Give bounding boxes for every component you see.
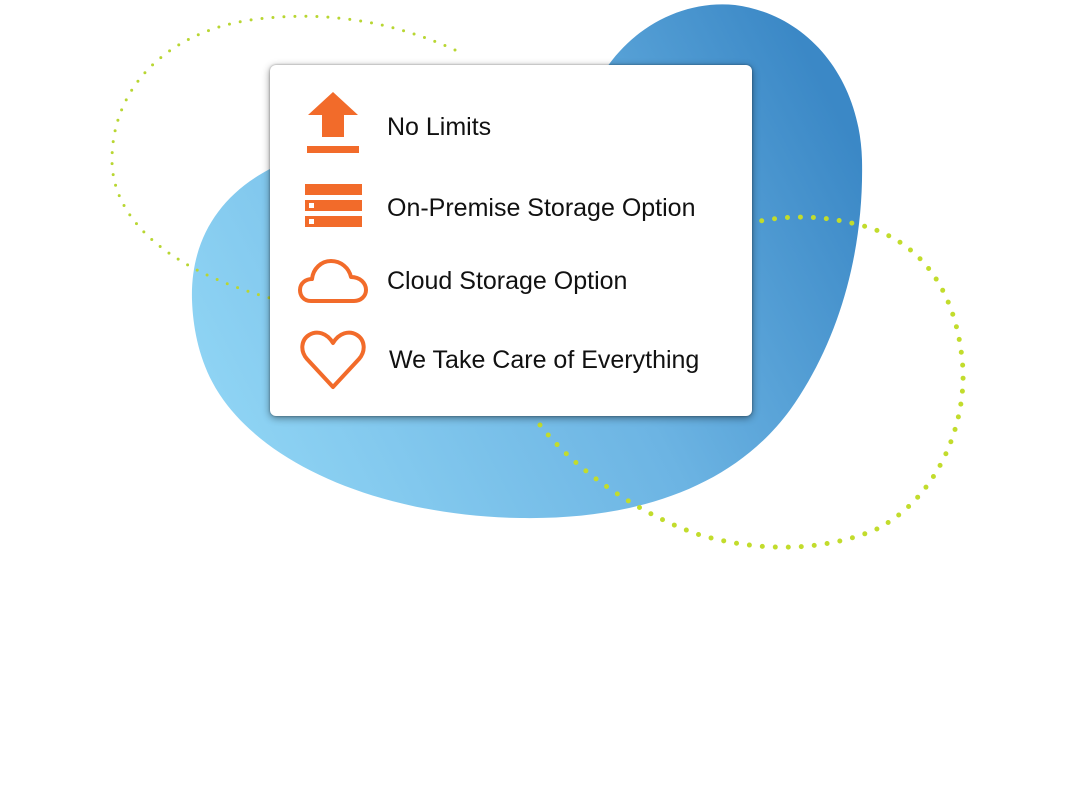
features-card: No Limits On-Premise Storage Option bbox=[270, 65, 752, 416]
feature-item-no-limits: No Limits bbox=[270, 92, 752, 162]
feature-label: On-Premise Storage Option bbox=[387, 194, 696, 222]
server-stack-icon bbox=[297, 173, 369, 243]
feature-item-on-premise-storage: On-Premise Storage Option bbox=[270, 173, 752, 243]
heart-icon bbox=[297, 325, 369, 395]
feature-label: No Limits bbox=[387, 113, 492, 141]
feature-label: We Take Care of Everything bbox=[389, 346, 700, 374]
cloud-icon bbox=[297, 246, 369, 316]
feature-item-we-take-care: We Take Care of Everything bbox=[270, 325, 752, 395]
feature-label: Cloud Storage Option bbox=[387, 267, 628, 295]
dotted-loop-right bbox=[537, 214, 966, 550]
feature-item-cloud-storage: Cloud Storage Option bbox=[270, 246, 752, 316]
upload-arrow-icon bbox=[297, 92, 369, 162]
dotted-loop-left bbox=[110, 14, 457, 300]
